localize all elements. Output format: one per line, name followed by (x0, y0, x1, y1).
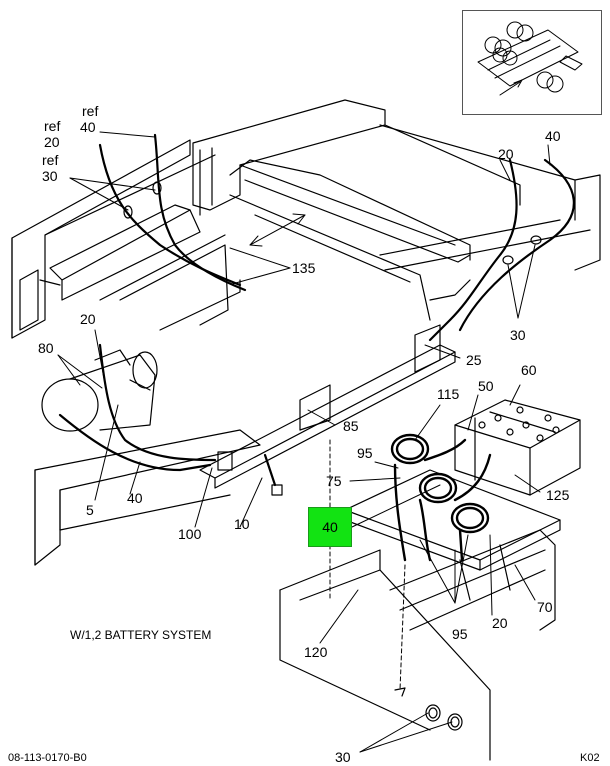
callout-40-right: 40 (545, 128, 561, 144)
footer-drawing-number: 08-113-0170-B0 (8, 752, 87, 764)
callout-125: 125 (546, 487, 570, 503)
grommets (425, 704, 463, 731)
callout-40-top: 40 (80, 119, 96, 135)
callout-115: 115 (437, 386, 460, 402)
callout-10: 10 (234, 516, 250, 532)
callout-20-low: 20 (492, 615, 508, 631)
lower-left-frame (34, 429, 261, 566)
callout-30-mid: 30 (510, 327, 526, 343)
footer-page-code: K02 (580, 752, 600, 764)
inset-view-box (462, 10, 602, 115)
starter-motor (41, 349, 158, 432)
callout-ref-20-ref: ref (44, 118, 61, 134)
callout-5: 5 (86, 502, 94, 518)
callout-ref-30-ref: ref (42, 152, 59, 168)
callout-20-left: 20 (80, 311, 96, 327)
battery-cable-coils (390, 433, 492, 562)
lower-right-frame (279, 529, 556, 761)
leader-lines (57, 131, 551, 753)
callout-100: 100 (178, 526, 202, 542)
cables (58, 133, 575, 487)
callout-95-b: 95 (452, 626, 468, 642)
callout-70: 70 (537, 599, 553, 615)
callout-60: 60 (521, 362, 537, 378)
callout-25: 25 (466, 352, 482, 368)
highlighted-callout-label: 40 (322, 519, 338, 535)
cable-ends (123, 181, 542, 496)
callout-85: 85 (343, 418, 359, 434)
callout-120: 120 (304, 644, 328, 660)
callout-95-a: 95 (357, 445, 373, 461)
callout-40-low: 40 (127, 490, 143, 506)
callout-30-top: 30 (42, 168, 58, 184)
inset-truck-icon (477, 21, 583, 96)
center-frame (192, 99, 601, 321)
rear-frame (11, 139, 241, 339)
diagram-caption: W/1,2 BATTERY SYSTEM (70, 628, 212, 642)
callout-20-right: 20 (498, 146, 514, 162)
callout-ref-40-ref: ref (82, 103, 99, 119)
battery-rail (199, 324, 456, 489)
callout-50: 50 (478, 378, 494, 394)
callout-135: 135 (292, 260, 316, 276)
callout-80: 80 (38, 340, 54, 356)
callout-30-bottom: 30 (335, 749, 351, 765)
highlighted-callout-40[interactable]: 40 (308, 507, 352, 547)
batteries (454, 399, 581, 496)
callout-20-top: 20 (44, 134, 60, 150)
callout-75: 75 (326, 473, 342, 489)
